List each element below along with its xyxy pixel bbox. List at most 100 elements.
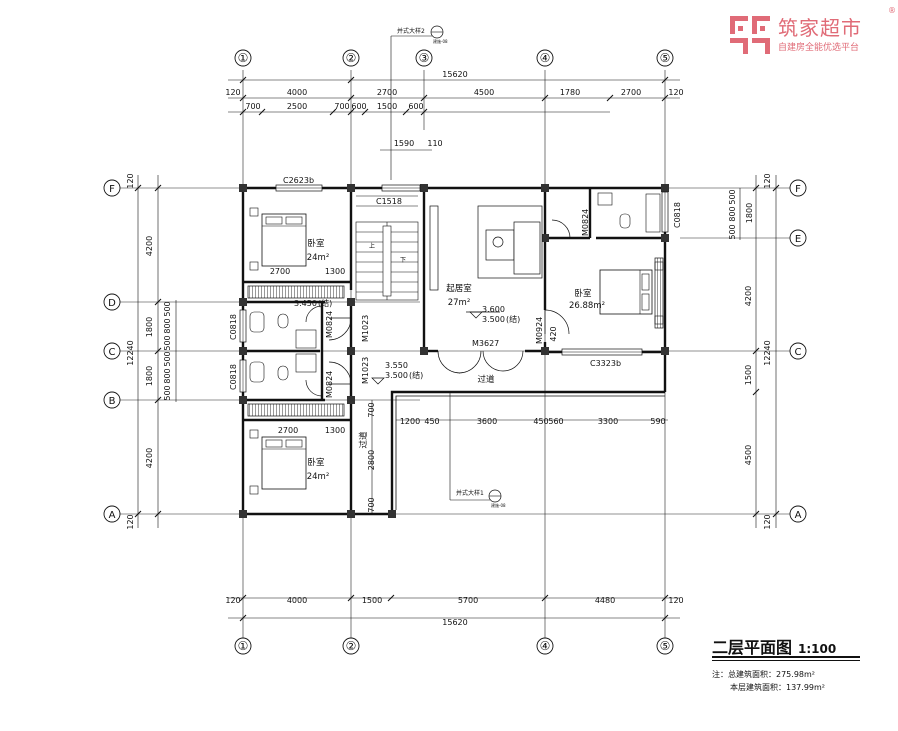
axis-grid <box>120 70 790 638</box>
stair-up-label: 上 <box>369 242 375 250</box>
axis-bubble-B-left <box>103 391 121 409</box>
axis-label-1-bottom: ① <box>238 639 249 653</box>
label-c0818-w2: C0818 <box>229 364 238 390</box>
dim-right-1: 4200 <box>744 286 753 306</box>
dim-right-3: 4500 <box>744 445 753 465</box>
callout-top: 并式大样2 建施-08 <box>390 25 448 180</box>
shower-icon-e <box>645 193 661 233</box>
dim-top-total: 15620 <box>442 70 467 79</box>
balcony-rails <box>395 395 665 510</box>
bath-fixtures <box>249 192 661 383</box>
stair-labels: 上 下 <box>369 242 406 264</box>
callout-top-label: 并式大样2 <box>397 27 425 35</box>
dim-bedroom-top-1: 2700 <box>270 267 290 276</box>
dim-right-end-bottom: 120 <box>763 514 772 529</box>
dim-inner-3: 3600 <box>477 417 497 426</box>
dim-inner-col-3: 700 <box>367 497 376 512</box>
dim-top2-5: 1500 <box>377 102 397 111</box>
toilet-icon-e <box>619 213 631 229</box>
basin-icon <box>277 313 289 329</box>
dim-right-d1: 500 <box>728 189 737 204</box>
label-m0824-3: M0824 <box>581 209 590 236</box>
dim-left-d6: 500 <box>163 385 172 400</box>
room-name-bedroom-nw: 卧室 <box>307 238 325 249</box>
dim-inner-col-1: 700 <box>367 402 376 417</box>
axis-label-5-top: ⑤ <box>660 51 671 65</box>
room-area-living: 27m² <box>448 298 471 308</box>
drawing-title-text: 二层平面图 <box>712 638 793 657</box>
dim-bottom-3: 5700 <box>458 596 478 605</box>
dim-bottom-4: 4480 <box>595 596 615 605</box>
dim-left-2: 1800 <box>145 317 154 337</box>
dim-right-end-top: 120 <box>763 173 772 188</box>
axis-label-2-top: ② <box>346 51 357 65</box>
walls <box>241 186 667 516</box>
axis-labels: ① ② ③ ④ ⑤ ① ② ④ ⑤ F D C B A F E C A <box>108 51 801 653</box>
callout-bottom: 并式大样1 建施-08 <box>449 392 506 508</box>
dim-bottom-2: 1500 <box>362 596 382 605</box>
label-m1023-2: M1023 <box>361 357 370 384</box>
note-total-area: 275.98m² <box>776 670 815 679</box>
dim-top-end-right: 120 <box>668 88 683 97</box>
callout-bottom-label: 并式大样1 <box>456 489 484 497</box>
drawing-title: 二层平面图 1:100 <box>712 634 836 658</box>
dim-bottom-total: 15620 <box>442 618 467 627</box>
closet-nw <box>247 285 345 299</box>
dim-right-d2: 800 <box>728 206 737 221</box>
dim-left-d5: 800 <box>163 368 172 383</box>
elev-2b-value: 3.500 <box>482 315 505 324</box>
brand-registered-mark: ® <box>888 6 896 15</box>
bed-sw-icon <box>261 436 307 490</box>
room-labels: 卧室 24m² 卧室 24m² 起居室 27m² 卧室 26.88m² 过道 过… <box>307 238 605 482</box>
axis-label-A-right: A <box>795 510 802 521</box>
elev-3-note: (结) <box>409 370 423 380</box>
label-c3323b: C3323b <box>590 359 621 368</box>
elev-1-note: (结) <box>318 298 332 308</box>
axis-bubble-1-top <box>234 49 252 67</box>
dim-door-gap: 420 <box>549 326 558 341</box>
bed-east-icon <box>599 269 653 315</box>
dim-right-2: 1500 <box>744 365 753 385</box>
drawing-title-block: 二层平面图 1:100 <box>712 634 860 661</box>
basin-icon-2 <box>277 365 289 381</box>
door-swings <box>305 219 571 397</box>
axis-label-C-right: C <box>795 347 802 358</box>
label-c1518: C1518 <box>376 197 402 206</box>
dim-left-end-bottom: 120 <box>126 514 135 529</box>
title-underline <box>712 656 860 658</box>
axis-label-4-bottom: ④ <box>540 639 551 653</box>
shower-icon <box>295 329 317 349</box>
room-name-living: 起居室 <box>446 283 472 294</box>
axis-bubble-3-top <box>415 49 433 67</box>
axis-bubble-A-right <box>789 505 807 523</box>
staircase <box>355 195 419 301</box>
dim-top2-4: 600 <box>351 102 366 111</box>
window-glazing <box>242 187 666 392</box>
brand-slogan: 自建房全能优选平台 <box>778 43 860 53</box>
dim-top-3: 4500 <box>474 88 494 97</box>
elevation-marks: 3.450 (结) 3.600 3.500 (结) 3.550 3.500 (结… <box>294 298 520 380</box>
dim-top-5: 2700 <box>621 88 641 97</box>
room-name-bedroom-e: 卧室 <box>574 288 592 299</box>
dim-inner-5: 560 <box>548 417 563 426</box>
axis-bubble-4-bottom <box>536 637 554 655</box>
axis-bubble-C-left <box>103 342 121 360</box>
beds <box>261 213 653 490</box>
note-floor-area: 137.99m² <box>786 683 825 692</box>
note-floor-label: 本层建筑面积： <box>730 683 786 692</box>
dim-inner-col-2: 2800 <box>367 450 376 470</box>
label-c2623b: C2623b <box>283 176 314 185</box>
axis-bubble-A-left <box>103 505 121 523</box>
axis-label-F-left: F <box>109 184 115 195</box>
axis-label-1-top: ① <box>238 51 249 65</box>
dim-top-2: 2700 <box>377 88 397 97</box>
drawing-scale: 1:100 <box>798 642 837 656</box>
callout-top-sheet: 建施-08 <box>433 38 448 44</box>
axis-label-B-left: B <box>109 396 116 407</box>
elev-2-value: 3.600 <box>482 305 505 314</box>
axis-label-3-top: ③ <box>419 51 430 65</box>
dim-inner-2: 450 <box>424 417 439 426</box>
dim-right-d3: 500 <box>728 224 737 239</box>
axis-bubble-1-bottom <box>234 637 252 655</box>
dim-inner-1: 1200 <box>400 417 420 426</box>
